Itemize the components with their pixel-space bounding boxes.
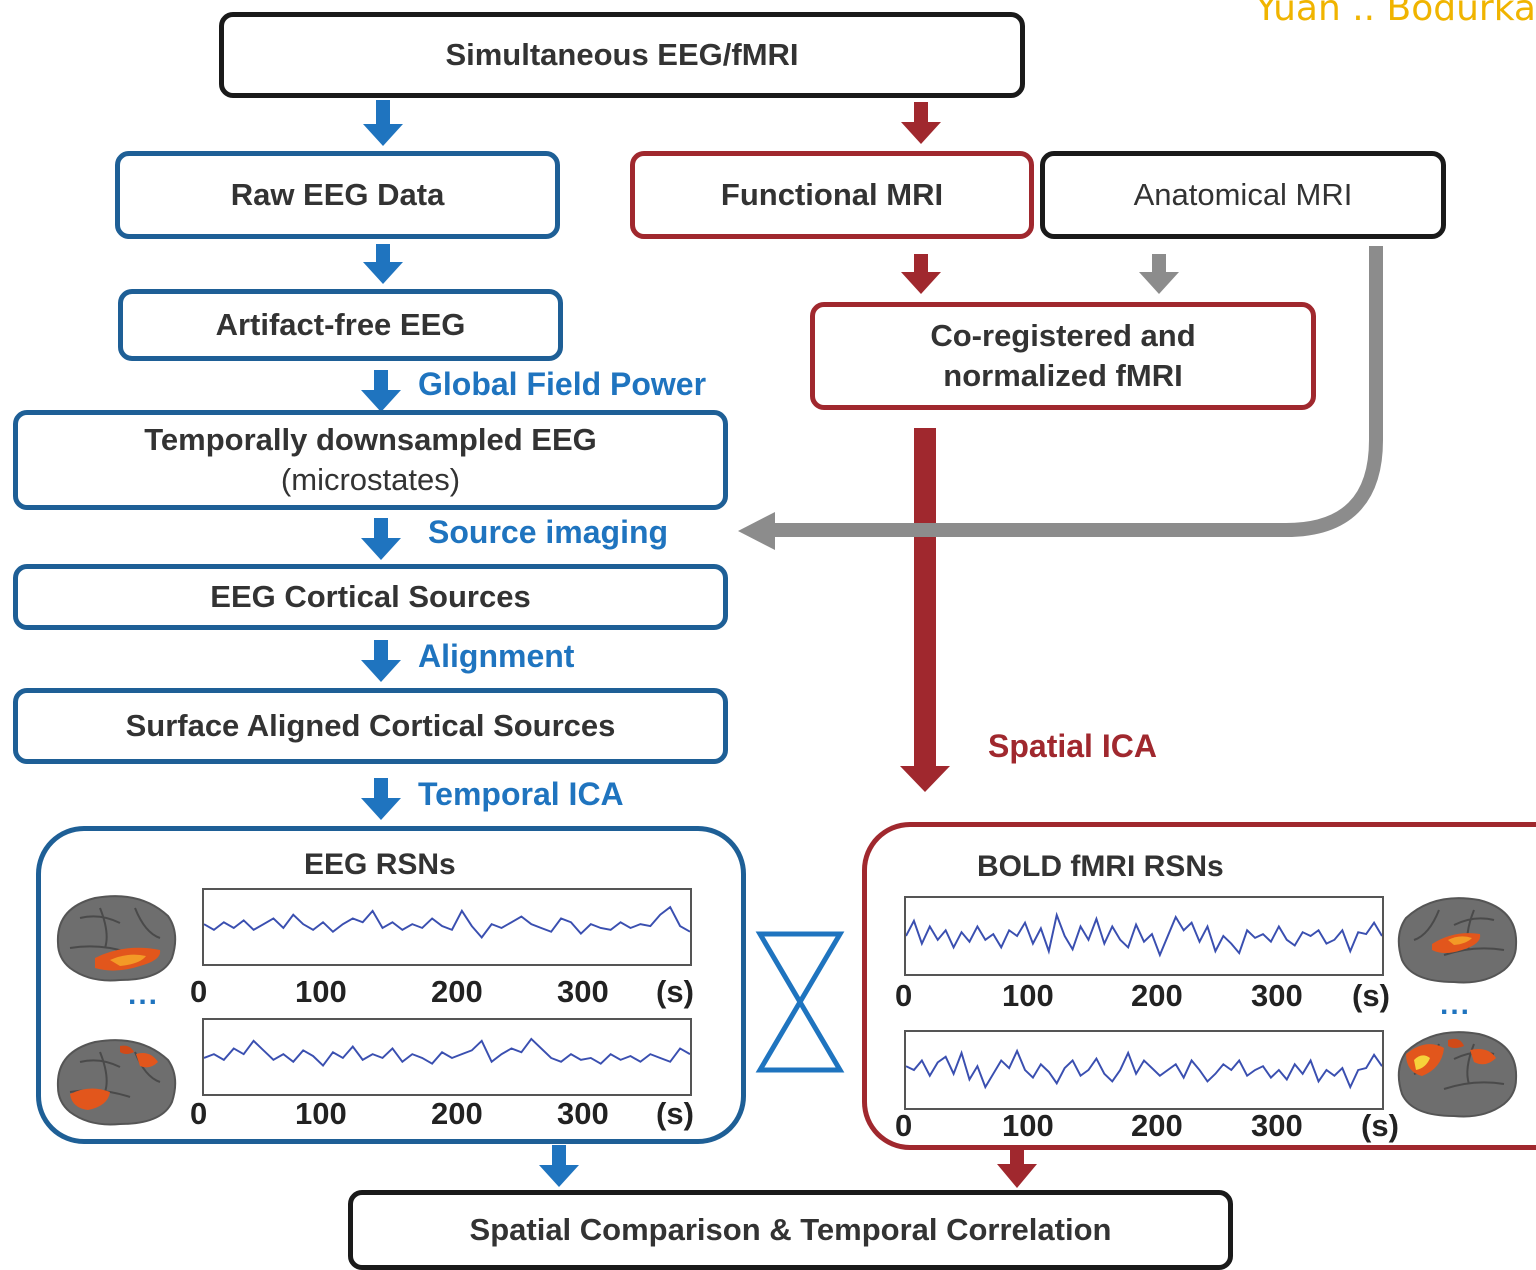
- box-label: Spatial Comparison & Temporal Correlatio…: [469, 1211, 1112, 1247]
- bold-timecourse-plot-1: [904, 896, 1384, 976]
- bold-tick: 0: [895, 978, 913, 1013]
- bold-tick: 100: [1002, 978, 1054, 1013]
- box-label: normalized fMRI: [943, 358, 1183, 393]
- eeg-tick: 300: [557, 1096, 609, 1131]
- bold-trace-2: [906, 1048, 1382, 1090]
- arrow-source-imaging: [361, 518, 401, 560]
- arrow-eeg-to-bottom: [539, 1145, 579, 1187]
- arrow-to-coregistered: [901, 254, 941, 294]
- arrow-anatomical-to-coreg: [1139, 254, 1179, 294]
- eeg-cortical-sources-box: EEG Cortical Sources: [13, 564, 728, 630]
- box-label: Simultaneous EEG/fMRI: [445, 36, 799, 72]
- source-imaging-arrowhead: [738, 512, 775, 550]
- box-label: Raw EEG Data: [230, 176, 445, 212]
- arrow-to-raw-eeg: [363, 100, 403, 146]
- bold-fmri-rsns-title: BOLD fMRI RSNs: [977, 850, 1224, 883]
- eeg-tick: 100: [295, 974, 347, 1009]
- surface-aligned-cortical-sources-box: Surface Aligned Cortical Sources: [13, 688, 728, 764]
- eeg-trace-1: [204, 905, 690, 939]
- arrow-spatial-ica: [900, 428, 950, 792]
- bold-tick: (s): [1352, 978, 1390, 1013]
- functional-mri-box: Functional MRI: [630, 151, 1034, 239]
- bold-trace-1: [906, 911, 1382, 958]
- brain-lateral-icon: [56, 1039, 177, 1126]
- source-imaging-label: Source imaging: [428, 514, 669, 550]
- artifact-free-eeg-box: Artifact-free EEG: [118, 289, 563, 361]
- credit-text: Yuan .. Bodurka: [1255, 0, 1536, 29]
- arrow-alignment: [361, 640, 401, 682]
- simultaneous-eeg-fmri-box: Simultaneous EEG/fMRI: [219, 12, 1025, 98]
- brain-lateral-icon: [1397, 1031, 1518, 1118]
- box-label: Anatomical MRI: [1133, 176, 1353, 212]
- arrow-bold-to-bottom: [997, 1148, 1037, 1188]
- box-label: Artifact-free EEG: [215, 306, 466, 342]
- temporal-ica-label: Temporal ICA: [418, 776, 624, 812]
- temporally-downsampled-eeg-box: Temporally downsampled EEG (microstates): [13, 410, 728, 510]
- bold-tick: 300: [1251, 978, 1303, 1013]
- brain-lateral-icon: [1397, 897, 1518, 984]
- alignment-label: Alignment: [418, 638, 575, 674]
- eeg-tick: 0: [190, 1096, 208, 1131]
- eeg-rsns-title: EEG RSNs: [304, 848, 456, 881]
- global-field-power-label: Global Field Power: [418, 366, 707, 402]
- bold-timecourse-plot-2: [904, 1030, 1384, 1110]
- spatial-ica-label: Spatial ICA: [988, 728, 1157, 764]
- arrow-global-field-power: [361, 370, 401, 412]
- arrow-to-artifact-free: [363, 244, 403, 284]
- anatomical-mri-box: Anatomical MRI: [1040, 151, 1446, 239]
- brain-lateral-icon: [56, 895, 177, 982]
- box-label: Functional MRI: [720, 176, 944, 212]
- box-label: Co-registered and: [930, 317, 1196, 353]
- bold-tick: 200: [1131, 978, 1183, 1013]
- eeg-more-ellipsis: ...: [128, 978, 160, 1011]
- coregistered-normalized-fmri-box: Co-registered and normalized fMRI: [810, 302, 1316, 410]
- bold-tick: 200: [1131, 1108, 1183, 1143]
- eeg-tick: 200: [431, 974, 483, 1009]
- eeg-tick: 0: [190, 974, 208, 1009]
- eeg-tick: (s): [656, 974, 694, 1009]
- eeg-tick: 100: [295, 1096, 347, 1131]
- anatomical-to-source-imaging-connector: [772, 246, 1383, 537]
- hourglass-compare-icon: [755, 931, 845, 1073]
- raw-eeg-box: Raw EEG Data: [115, 151, 560, 239]
- bold-tick: (s): [1361, 1108, 1399, 1143]
- eeg-timecourse-plot-1: [202, 888, 692, 966]
- spatial-comparison-temporal-correlation-box: Spatial Comparison & Temporal Correlatio…: [348, 1190, 1233, 1270]
- bold-tick: 100: [1002, 1108, 1054, 1143]
- box-sublabel: (microstates): [280, 462, 461, 497]
- bold-more-ellipsis: ...: [1440, 988, 1472, 1021]
- eeg-tick: (s): [656, 1096, 694, 1131]
- eeg-tick: 200: [431, 1096, 483, 1131]
- eeg-tick: 300: [557, 974, 609, 1009]
- box-label: Surface Aligned Cortical Sources: [125, 707, 616, 743]
- box-label: Temporally downsampled EEG: [144, 421, 597, 457]
- eeg-trace-2: [204, 1037, 690, 1068]
- bold-tick: 0: [895, 1108, 913, 1143]
- bold-tick: 300: [1251, 1108, 1303, 1143]
- box-label: EEG Cortical Sources: [210, 578, 531, 614]
- eeg-timecourse-plot-2: [202, 1018, 692, 1096]
- arrow-temporal-ica: [361, 778, 401, 820]
- arrow-to-functional-mri: [901, 102, 941, 144]
